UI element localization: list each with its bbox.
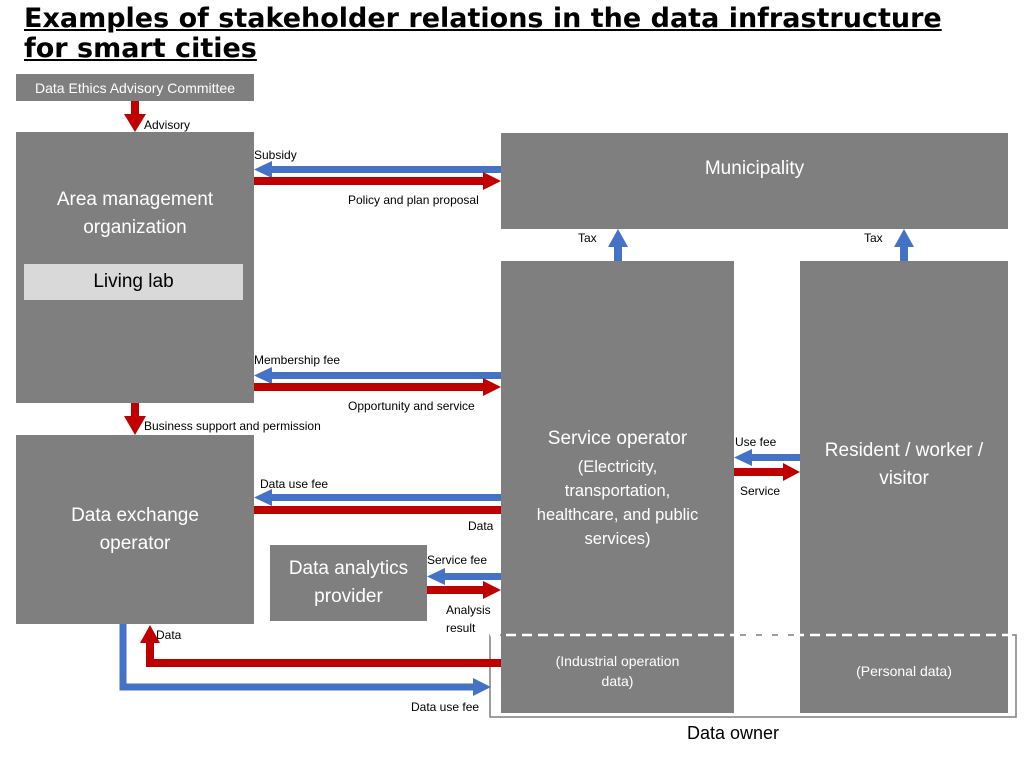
policy-arrow-shaft [254,177,484,185]
tax-right-arrow-shaft [900,245,908,261]
analytics-provider-label: Data analytics provider [288,558,409,607]
membership-arrow-shaft [272,372,501,379]
analytics-provider-box: Data analytics provider [270,545,427,621]
subsidy-label: Subsidy [254,148,297,162]
data-exchange-box: Data exchange operator [16,435,254,624]
subsidy-arrow-head [254,161,272,178]
business-support-label: Business support and permission [144,419,321,433]
subsidy-arrow-shaft [272,166,501,173]
service-fee-label: Service fee [427,553,488,567]
data-exchange-label: Data exchange operator [71,504,199,554]
service-arrow-head [783,463,800,481]
tax-right-arrow-head [894,229,914,247]
opportunity-arrow-shaft [254,383,484,391]
tax-left-label: Tax [578,231,597,245]
data-top-arrow-shaft [254,506,501,514]
service-arrow-shaft [734,468,784,476]
use-fee-arrow-head [734,449,752,466]
analysis-result-arrow-head [483,581,501,599]
municipality-label: Municipality [704,158,805,179]
policy-arrow-head [483,172,501,190]
service-label: Service [740,484,781,498]
data-bottom-arrow-head [140,625,160,643]
title-line-1: Examples of stakeholder relations in the… [24,3,942,34]
tax-left-arrow-shaft [614,245,622,261]
data-top-label: Data [468,519,494,533]
tax-left-arrow-head [608,229,628,247]
opportunity-arrow-head [483,378,501,396]
membership-arrow-head [254,367,272,384]
data-use-fee-bottom-arrow-head [473,678,491,696]
title-line-2: for smart cities [24,33,257,64]
service-operator-box: Service operator (Electricity, transport… [501,261,734,713]
data-owner-label: Data owner [687,723,780,743]
advisory-arrow-head [124,114,146,132]
area-management-label: Area management organization [56,189,214,238]
policy-label: Policy and plan proposal [348,193,479,207]
personal-data-label: (Personal data) [856,663,952,679]
use-fee-label: Use fee [735,435,777,449]
resident-box: Resident / worker / visitor (Personal da… [800,261,1008,713]
business-support-arrow-shaft [131,403,139,418]
membership-fee-label: Membership fee [254,353,341,367]
page-title: Examples of stakeholder relations in the… [24,4,942,64]
data-use-fee-bottom-label: Data use fee [411,700,480,714]
data-bottom-arrow-shaft [146,643,501,667]
data-use-fee-arrow-head [254,489,272,506]
tax-right-label: Tax [864,231,883,245]
data-owner-frame [489,634,1017,718]
ethics-committee-label: Data Ethics Advisory Committee [35,79,235,96]
service-operator-label: Service operator [547,428,688,449]
data-bottom-label: Data [156,628,182,642]
service-fee-arrow-shaft [445,573,501,580]
use-fee-arrow-shaft [752,454,800,461]
analysis-result-arrow-shaft [427,586,484,594]
advisory-arrow-shaft [131,101,139,116]
living-lab-label: Living lab [93,271,174,292]
analysis-result-label: Analysis result [446,603,491,635]
business-support-arrow-head [124,416,146,435]
industrial-data-label: (Industrial operation data) [555,653,680,689]
advisory-label: Advisory [144,118,191,132]
service-fee-arrow-head [427,568,445,585]
municipality-box: Municipality [501,133,1008,229]
data-use-fee-label: Data use fee [260,477,329,491]
data-use-fee-arrow-shaft [272,494,501,501]
living-lab-box: Living lab [24,264,243,300]
area-management-box: Area management organization Living lab [16,132,254,403]
data-use-fee-bottom-arrow-shaft [119,624,474,691]
opportunity-label: Opportunity and service [348,399,475,413]
ethics-committee-box: Data Ethics Advisory Committee [16,74,254,101]
resident-label: Resident / worker / visitor [824,440,984,489]
service-operator-sublabel: (Electricity, transportation, healthcare… [536,458,699,548]
